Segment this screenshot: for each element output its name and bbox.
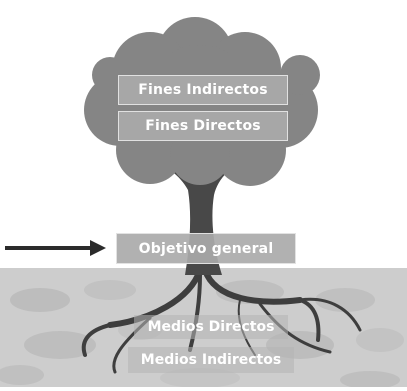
- medios-directos-box: Medios Directos: [134, 315, 288, 339]
- tree-trunk: [150, 150, 250, 275]
- fines-indirectos-box: Fines Indirectos: [118, 75, 288, 105]
- fines-directos-box: Fines Directos: [118, 111, 288, 141]
- arrow-right-icon: [5, 240, 106, 256]
- medios-indirectos-box: Medios Indirectos: [128, 347, 294, 373]
- objetivo-general-box: Objetivo general: [116, 233, 296, 264]
